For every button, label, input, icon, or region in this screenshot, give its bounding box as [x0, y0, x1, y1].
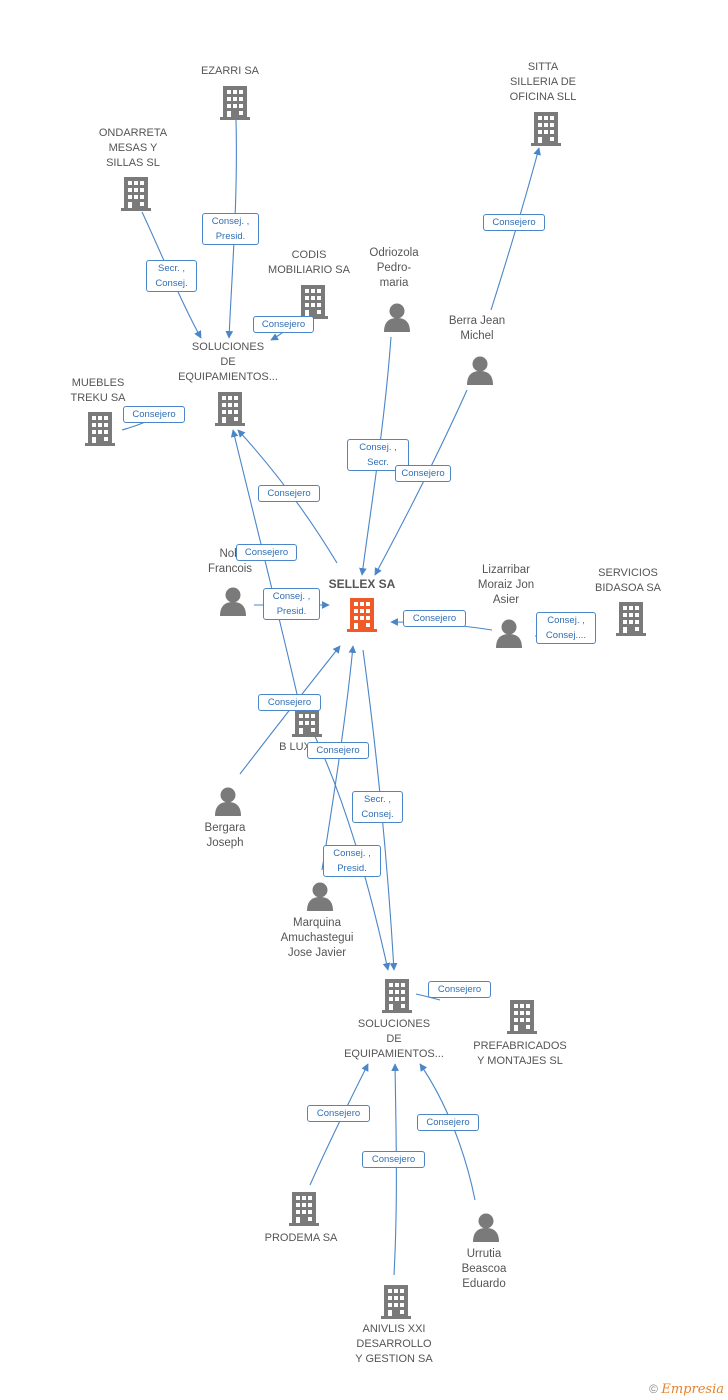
edge-label[interactable]: Consej. , Presid.: [202, 213, 259, 245]
edge-label[interactable]: Consejero: [428, 981, 491, 998]
edge-label[interactable]: Consej. , Secr.: [347, 439, 409, 471]
building-icon[interactable]: [121, 177, 151, 211]
person-icon[interactable]: [307, 882, 333, 912]
edge-line: [239, 645, 341, 775]
node-label-ezarri[interactable]: EZARRI SA: [200, 65, 260, 77]
person-icon[interactable]: [496, 619, 522, 649]
edge-label[interactable]: Consej. , Presid.: [323, 845, 381, 877]
edge-label[interactable]: Consej. , Consej....: [536, 612, 596, 644]
edge-label[interactable]: Secr. , Consej.: [352, 791, 403, 823]
node-label-soluciones-top[interactable]: SOLUCIONES DE EQUIPAMIENTOS...: [178, 341, 278, 383]
edge-label[interactable]: Secr. , Consej.: [146, 260, 197, 292]
building-icon[interactable]: [215, 392, 245, 426]
person-icon[interactable]: [215, 787, 241, 817]
edge-label[interactable]: Consejero: [395, 465, 451, 482]
building-icon[interactable]: [382, 979, 412, 1013]
edge-line: [391, 1063, 399, 1276]
building-icon[interactable]: [381, 1285, 411, 1319]
edge-label[interactable]: Consejero: [258, 485, 320, 502]
edge-label[interactable]: Consejero: [483, 214, 545, 231]
copyright-symbol: ©: [649, 1382, 659, 1396]
edge-line: [419, 1063, 476, 1201]
node-label-noblet[interactable]: Nob Francois: [207, 548, 253, 575]
edge-label[interactable]: Consejero: [362, 1151, 425, 1168]
node-label-codis[interactable]: CODIS MOBILIARIO SA: [268, 249, 350, 276]
person-icon[interactable]: [473, 1213, 499, 1243]
person-icon[interactable]: [220, 587, 246, 617]
node-label-sellex[interactable]: SELLEX SA: [328, 577, 396, 591]
building-icon[interactable]: [220, 86, 250, 120]
empresia-logo: Empresia: [661, 1382, 724, 1397]
edge-label[interactable]: Consejero: [307, 1105, 370, 1122]
edge-line: [309, 1063, 369, 1186]
node-label-berra[interactable]: Berra Jean Michel: [448, 315, 506, 342]
node-label-muebles[interactable]: MUEBLES TREKU SA: [70, 377, 126, 404]
person-icon[interactable]: [467, 356, 493, 386]
node-label-odriozola[interactable]: Odriozola Pedro- maria: [369, 247, 419, 289]
node-label-anivlis[interactable]: ANIVLIS XXI DESARROLLO Y GESTION SA: [355, 1323, 433, 1365]
edge-label[interactable]: Consejero: [417, 1114, 479, 1131]
node-label-marquina[interactable]: Marquina Amuchastegui Jose Javier: [280, 917, 354, 959]
person-icon[interactable]: [384, 303, 410, 333]
building-icon[interactable]: [507, 1000, 537, 1034]
node-label-lizarribar[interactable]: Lizarribar Moraiz Jon Asier: [477, 564, 535, 606]
edge-label[interactable]: Consejero: [236, 544, 297, 561]
building-icon[interactable]: [531, 112, 561, 146]
node-label-blux[interactable]: B LUX: [279, 741, 311, 753]
building-icon[interactable]: [298, 285, 328, 319]
node-label-servicios[interactable]: SERVICIOS BIDASOA SA: [594, 567, 662, 594]
edge-line: [374, 389, 468, 576]
node-label-urrutia[interactable]: Urrutia Beascoa Eduardo: [461, 1248, 507, 1290]
node-label-sitta[interactable]: SITTA SILLERIA DE OFICINA SLL: [509, 61, 577, 103]
node-label-prodema[interactable]: PRODEMA SA: [264, 1232, 338, 1244]
footer-brand: © Empresia: [649, 1382, 724, 1397]
edge-label[interactable]: Consejero: [403, 610, 466, 627]
node-label-bergara[interactable]: Bergara Joseph: [204, 822, 246, 849]
edge-label[interactable]: Consejero: [307, 742, 369, 759]
edge-line: [230, 429, 301, 708]
building-icon[interactable]: [616, 602, 646, 636]
node-label-soluciones-bottom[interactable]: SOLUCIONES DE EQUIPAMIENTOS...: [344, 1018, 444, 1060]
edge-label[interactable]: Consejero: [123, 406, 185, 423]
node-label-ondarreta[interactable]: ONDARRETA MESAS Y SILLAS SL: [98, 127, 168, 169]
edge-label[interactable]: Consejero: [258, 694, 321, 711]
node-label-prefabricados[interactable]: PREFABRICADOS Y MONTAJES SL: [473, 1040, 567, 1067]
building-icon[interactable]: [347, 598, 377, 632]
building-icon[interactable]: [85, 412, 115, 446]
edge-label[interactable]: Consej. , Presid.: [263, 588, 320, 620]
building-icon[interactable]: [289, 1192, 319, 1226]
edge-label[interactable]: Consejero: [253, 316, 314, 333]
